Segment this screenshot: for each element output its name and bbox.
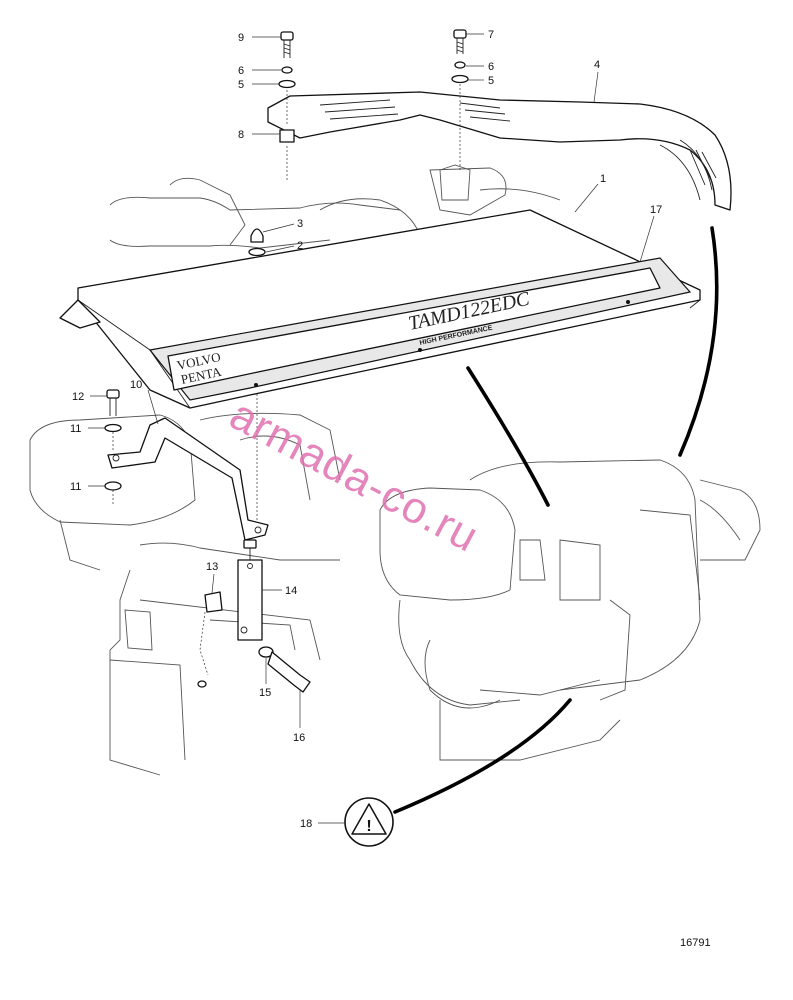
fastener-stack-bracket — [104, 389, 122, 505]
cap-nut-3-washer-2 — [248, 228, 266, 520]
callout-17: 17 — [650, 204, 662, 216]
arrow-cover-to-engine — [466, 366, 550, 507]
callout-10: 10 — [130, 379, 142, 391]
bolt-16 — [267, 651, 311, 693]
assembly-arrows — [393, 226, 719, 814]
washer-2 — [248, 247, 266, 257]
spacer-8 — [279, 129, 295, 143]
callout-7: 7 — [488, 29, 494, 41]
callout-4: 4 — [594, 59, 600, 71]
part-10-bracket — [107, 417, 269, 541]
part-4-rear-cover — [267, 91, 732, 211]
callout-5-left: 5 — [238, 79, 244, 91]
callout-11-lower: 11 — [70, 481, 81, 493]
arrow-warning — [393, 698, 572, 814]
callout-2: 2 — [297, 240, 303, 252]
callout-16: 16 — [293, 732, 305, 744]
callout-13: 13 — [206, 561, 218, 573]
callout-5-right: 5 — [488, 75, 494, 87]
callout-3: 3 — [297, 218, 303, 230]
bracket-plate-assembly — [197, 539, 311, 693]
bolt-12 — [106, 389, 120, 399]
callout-15: 15 — [259, 687, 271, 699]
engine-background — [29, 167, 761, 776]
callout-6-left: 6 — [238, 65, 244, 77]
callout-11-upper: 11 — [70, 423, 81, 435]
part-14-plate — [237, 559, 263, 641]
cap-nut-3 — [250, 228, 264, 243]
washer-6-right — [454, 61, 466, 69]
callout-12: 12 — [72, 391, 84, 403]
fastener-stack-left — [278, 31, 296, 182]
warning-exclamation: ! — [366, 818, 371, 835]
rear-cover-text-pattern — [319, 99, 717, 186]
washer-6-left — [281, 66, 293, 74]
part-1-top-cover: VOLVO PENTA TAMD122EDC HIGH PERFORMANCE — [59, 209, 701, 409]
fastener-stack-right — [451, 29, 469, 170]
washer-5-right — [451, 74, 469, 84]
arrow-rear-cover-to-engine — [678, 226, 719, 457]
washer-11-lower — [104, 481, 122, 491]
drawing-number: 16791 — [680, 937, 711, 949]
bolt-7 — [453, 29, 467, 39]
washer-11-upper — [104, 423, 122, 433]
part-13-spacer — [204, 591, 223, 613]
callout-6-right: 6 — [488, 61, 494, 73]
warning-symbol-18: ! — [344, 797, 394, 847]
washer-5-left — [278, 79, 296, 89]
callout-1: 1 — [600, 173, 606, 185]
bolt-9 — [280, 31, 294, 41]
callout-9: 9 — [238, 32, 244, 44]
callout-18: 18 — [300, 818, 312, 830]
callout-8: 8 — [238, 129, 244, 141]
part-17-decor-strip — [167, 267, 661, 391]
callouts: 9 6 5 8 7 6 5 4 1 3 2 17 10 12 11 11 13 — [70, 29, 662, 830]
callout-14: 14 — [285, 585, 297, 597]
